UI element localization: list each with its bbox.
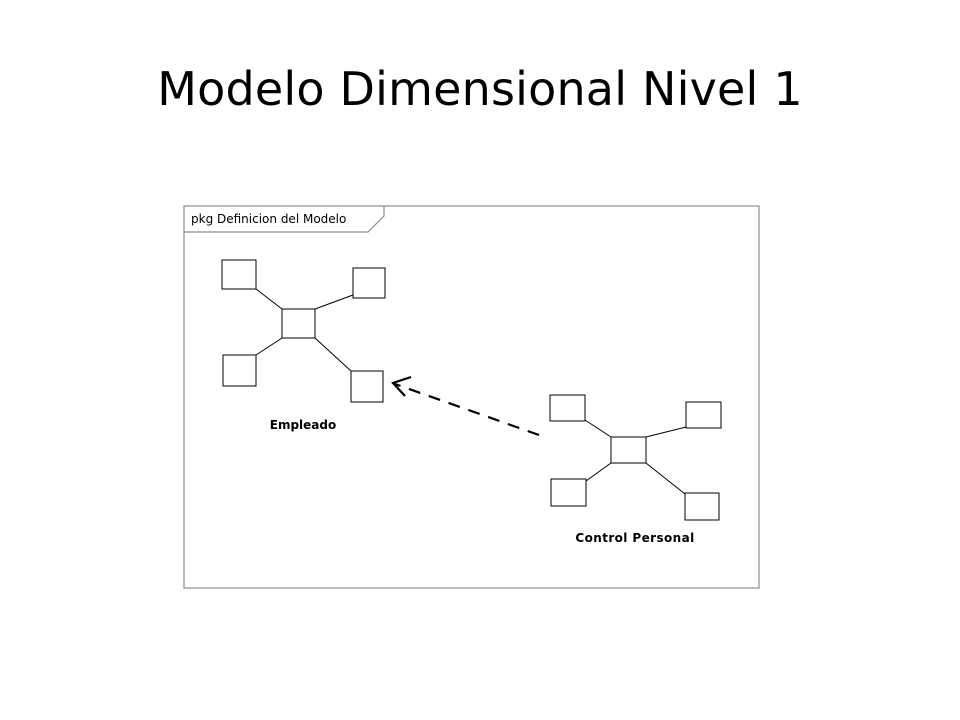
dimension-box — [221, 259, 257, 290]
arrowhead-icon — [391, 375, 412, 397]
frame-label: pkg Definicion del Modelo — [191, 212, 346, 226]
connector-line — [314, 337, 352, 372]
dependency-line — [394, 382, 540, 437]
package-control-personal[interactable]: Control Personal — [549, 394, 722, 545]
connector-line — [255, 288, 283, 310]
dimension-box — [222, 354, 257, 387]
connector-line — [314, 294, 354, 310]
dimension-box — [550, 478, 587, 507]
package-empleado[interactable]: Empleado — [221, 259, 386, 432]
dimension-box — [685, 401, 722, 429]
connector-line — [584, 419, 612, 438]
dimension-box — [350, 370, 384, 403]
package-label-control-personal: Control Personal — [575, 531, 694, 545]
dimension-box — [684, 492, 720, 521]
connector-line — [585, 462, 612, 482]
slide-title: Modelo Dimensional Nivel 1 — [157, 62, 803, 116]
connector-line — [645, 426, 687, 438]
dimension-box — [352, 267, 386, 299]
fact-table-box — [281, 308, 316, 339]
diagram-frame — [183, 205, 760, 589]
frame-label-tab — [184, 206, 385, 233]
dependency-arrow[interactable] — [391, 375, 540, 437]
connector-line — [255, 337, 283, 356]
dimension-box — [549, 394, 586, 422]
fact-table-box — [610, 436, 647, 464]
connector-line — [645, 462, 686, 495]
package-label-empleado: Empleado — [270, 418, 336, 432]
